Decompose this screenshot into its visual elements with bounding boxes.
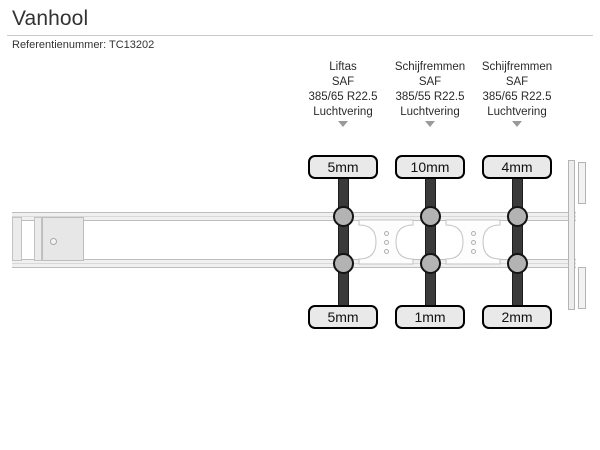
tread-depth-top-axle-3: 4mm <box>482 155 552 179</box>
bracket-hole <box>470 240 476 245</box>
axle-spec-3: Schijfremmen SAF 385/65 R22.5 Luchtverin… <box>469 60 565 127</box>
kingpin-plate <box>42 217 84 261</box>
triangle-down-icon <box>425 121 435 127</box>
axle-spec-1: Liftas SAF 385/65 R22.5 Luchtvering <box>295 60 391 127</box>
axle-spec-2-line-1: Schijfremmen <box>394 61 466 73</box>
rear-underrun-post <box>568 160 575 310</box>
axle-spec-2-line-2: SAF <box>418 76 442 88</box>
page-title: Vanhool <box>12 7 89 30</box>
kingpin-hole <box>50 238 57 245</box>
rear-guard-tab-bottom <box>578 267 586 309</box>
tread-depth-top-axle-1: 5mm <box>308 155 378 179</box>
tread-depth-bottom-axle-1: 5mm <box>308 305 378 329</box>
bracket-hole <box>470 231 476 236</box>
axle-spec-3-line-1: Schijfremmen <box>481 61 553 73</box>
tread-depth-bottom-axle-3: 2mm <box>482 305 552 329</box>
axle-spec-2: Schijfremmen SAF 385/55 R22.5 Luchtverin… <box>382 60 478 127</box>
wheel-hub-axle-2-bottom <box>420 253 441 274</box>
axle-spec-1-line-4: Luchtvering <box>313 106 373 118</box>
front-support-strip <box>34 217 42 261</box>
wheel-hub-axle-1-top <box>333 206 354 227</box>
wheel-hub-axle-1-bottom <box>333 253 354 274</box>
axle-beam-3 <box>512 178 523 310</box>
wheel-hub-axle-3-bottom <box>507 253 528 274</box>
axle-spec-1-line-2: SAF <box>331 76 355 88</box>
tread-depth-top-axle-2: 10mm <box>395 155 465 179</box>
tread-depth-bottom-axle-2: 1mm <box>395 305 465 329</box>
axle-beam-2 <box>425 178 436 310</box>
bracket-hole <box>383 240 389 245</box>
suspension-bracket-2 <box>445 219 501 265</box>
bracket-hole <box>383 231 389 236</box>
axle-spec-2-line-3: 385/55 R22.5 <box>395 91 465 103</box>
bracket-hole <box>470 249 476 254</box>
axle-spec-3-line-4: Luchtvering <box>487 106 547 118</box>
header-divider <box>7 35 593 36</box>
front-cross-member <box>12 217 22 261</box>
axle-spec-3-line-2: SAF <box>505 76 529 88</box>
axle-spec-3-line-3: 385/65 R22.5 <box>482 91 552 103</box>
triangle-down-icon <box>338 121 348 127</box>
suspension-bracket-1 <box>358 219 414 265</box>
axle-spec-1-line-1: Liftas <box>329 61 357 73</box>
wheel-hub-axle-2-top <box>420 206 441 227</box>
chassis-rail-bottom <box>12 259 576 268</box>
rear-guard-tab-top <box>578 162 586 204</box>
reference-number: Referentienummer: TC13202 <box>12 39 155 51</box>
chassis-rail-top <box>12 212 576 221</box>
wheel-hub-axle-3-top <box>507 206 528 227</box>
axle-beam-1 <box>338 178 349 310</box>
bracket-hole <box>383 249 389 254</box>
triangle-down-icon <box>512 121 522 127</box>
axle-spec-2-line-4: Luchtvering <box>400 106 460 118</box>
axle-spec-1-line-3: 385/65 R22.5 <box>308 91 378 103</box>
